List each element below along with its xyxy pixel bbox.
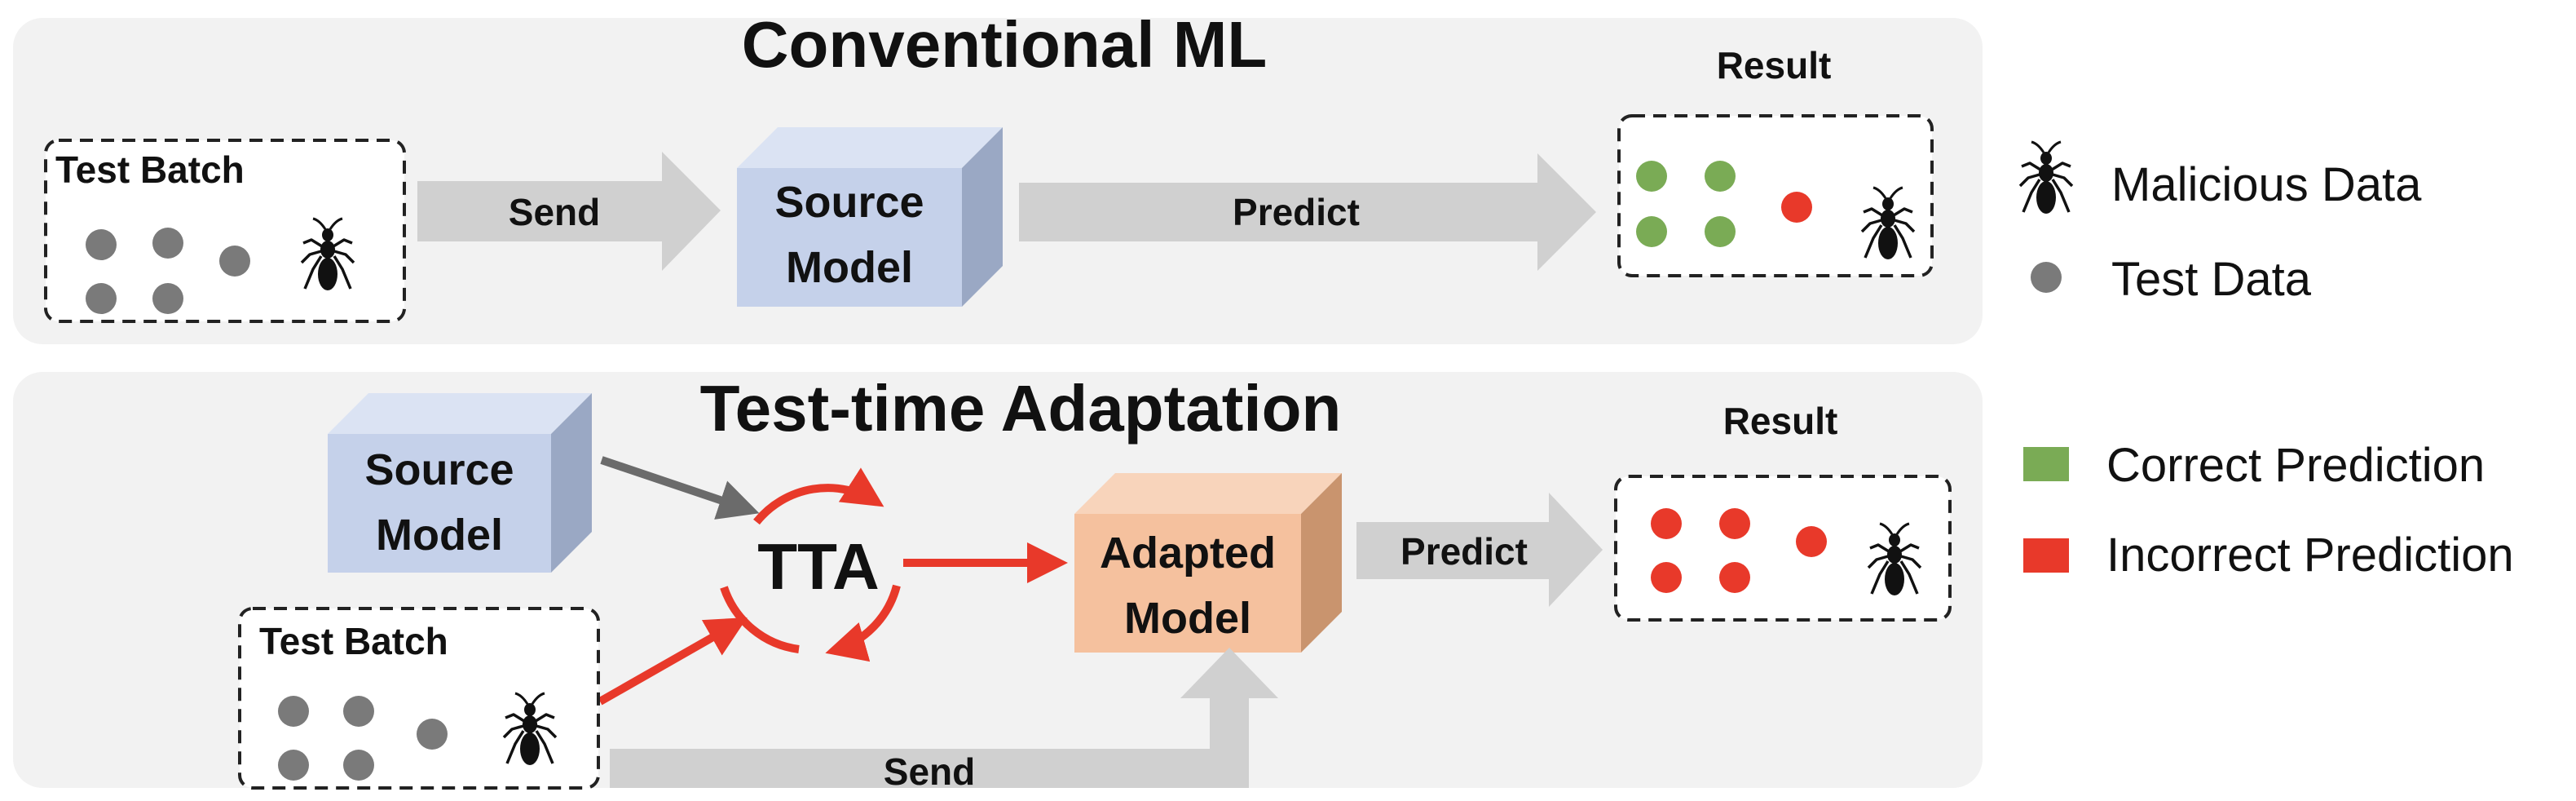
incorrect-dot [1651,508,1682,539]
tta-panel: Test-time Adaptation Source Model TTA Ad… [13,372,1983,793]
test-data-dot [343,696,374,727]
bottom-test-batch-label: Test Batch [259,620,448,662]
test-data-dot [219,246,250,277]
top-result-label: Result [1717,44,1832,86]
adapted-model-label-1: Adapted [1100,529,1276,578]
bottom-send-label: Send [884,750,975,793]
tta-cycle-icon: TTA [720,467,901,662]
test-data-dot [152,283,183,314]
ant-icon [2018,140,2074,215]
correct-dot [1636,161,1667,192]
conventional-ml-title: Conventional ML [742,8,1267,81]
bottom-test-batch-box: Test Batch [238,607,600,790]
incorrect-dot [1651,562,1682,593]
test-data-dot [278,750,309,781]
legend-correct-swatch [2023,447,2069,481]
top-send-arrow: Send [417,152,721,271]
bottom-source-model-label-2: Model [376,511,503,560]
tta-label: TTA [757,530,880,603]
legend-incorrect-label: Incorrect Prediction [2106,529,2514,582]
test-data-dot [343,750,374,781]
bottom-source-model-cube: Source Model [328,393,592,573]
top-test-batch-box: Test Batch [44,139,406,323]
top-send-label: Send [509,191,600,233]
top-source-model-label-2: Model [786,243,913,292]
legend: Malicious Data Test Data Correct Predict… [2018,140,2514,582]
top-test-batch-label: Test Batch [55,148,245,191]
top-source-model-label-1: Source [774,178,924,227]
legend-test-label: Test Data [2111,253,2312,306]
conventional-ml-panel: Conventional ML Test Batch Send Source M… [13,8,1983,344]
incorrect-dot [1796,526,1827,557]
test-data-dot [417,719,448,750]
bottom-result-box [1614,475,1952,622]
correct-dot [1636,216,1667,247]
correct-dot [1705,161,1736,192]
bottom-send-arrow: Send [610,648,1278,793]
bottom-result-label: Result [1723,400,1838,442]
test-data-dot [86,229,117,260]
top-predict-label: Predict [1233,191,1360,233]
legend-malicious-label: Malicious Data [2111,158,2422,211]
legend-test-dot [2031,262,2062,293]
source-to-tta-arrow [600,456,760,520]
bottom-predict-arrow: Predict [1356,493,1603,607]
test-data-dot [86,283,117,314]
tta-title: Test-time Adaptation [700,372,1342,445]
top-result-box [1617,114,1934,277]
batch-to-tta-arrow [598,617,748,706]
adapted-model-label-2: Model [1124,594,1251,643]
test-data-dot [152,228,183,259]
incorrect-dot [1719,508,1750,539]
top-predict-arrow: Predict [1019,153,1596,271]
test-data-dot [278,696,309,727]
top-source-model-cube: Source Model [737,127,1003,307]
legend-incorrect-swatch [2023,538,2069,573]
incorrect-dot [1719,562,1750,593]
incorrect-dot [1781,192,1812,223]
legend-correct-label: Correct Prediction [2106,439,2485,492]
bottom-predict-label: Predict [1400,530,1528,573]
correct-dot [1705,216,1736,247]
adapted-model-cube: Adapted Model [1074,473,1342,653]
bottom-source-model-label-1: Source [364,445,514,494]
